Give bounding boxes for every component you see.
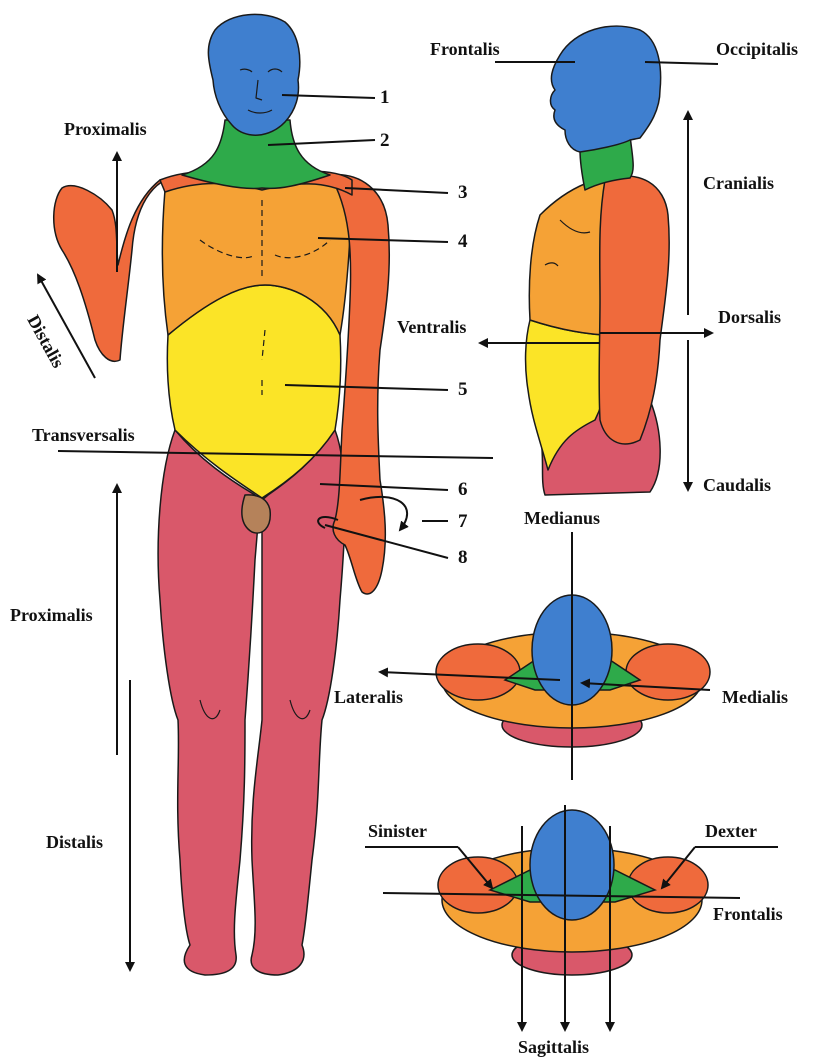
label-frontalis-bottom: Frontalis (713, 905, 783, 923)
side-figure (526, 26, 670, 495)
side-head (550, 26, 660, 152)
label-frontalis-side: Frontalis (430, 40, 500, 58)
label-proximalis-leg: Proximalis (10, 606, 93, 624)
front-head (208, 14, 299, 135)
label-transversalis: Transversalis (32, 426, 135, 444)
number-label-2: 2 (380, 131, 390, 150)
label-occipitalis: Occipitalis (716, 40, 798, 58)
number-label-8: 8 (458, 548, 468, 567)
number-label-5: 5 (458, 380, 468, 399)
label-dexter: Dexter (705, 822, 757, 840)
label-distalis-leg: Distalis (46, 833, 103, 851)
label-medialis: Medialis (722, 688, 788, 706)
label-caudalis: Caudalis (703, 476, 771, 494)
label-cranialis: Cranialis (703, 174, 774, 192)
side-arm (599, 176, 669, 444)
bottom-view-head (530, 810, 614, 920)
bottom-view-figure (438, 810, 708, 975)
label-medianus: Medianus (524, 509, 600, 527)
genital (242, 495, 270, 533)
top-view-right-arm (626, 644, 710, 700)
number-label-6: 6 (458, 480, 468, 499)
number-label-7: 7 (458, 512, 468, 531)
label-dorsalis: Dorsalis (718, 308, 781, 326)
number-label-1: 1 (380, 88, 390, 107)
top-view-left-arm (436, 644, 520, 700)
label-lateralis: Lateralis (334, 688, 403, 706)
label-sagittalis: Sagittalis (518, 1038, 589, 1056)
front-figure (54, 14, 390, 975)
label-ventralis: Ventralis (397, 318, 466, 336)
number-label-4: 4 (458, 232, 468, 251)
number-label-3: 3 (458, 183, 468, 202)
label-sinister: Sinister (368, 822, 427, 840)
label-proximalis-arm: Proximalis (64, 120, 147, 138)
